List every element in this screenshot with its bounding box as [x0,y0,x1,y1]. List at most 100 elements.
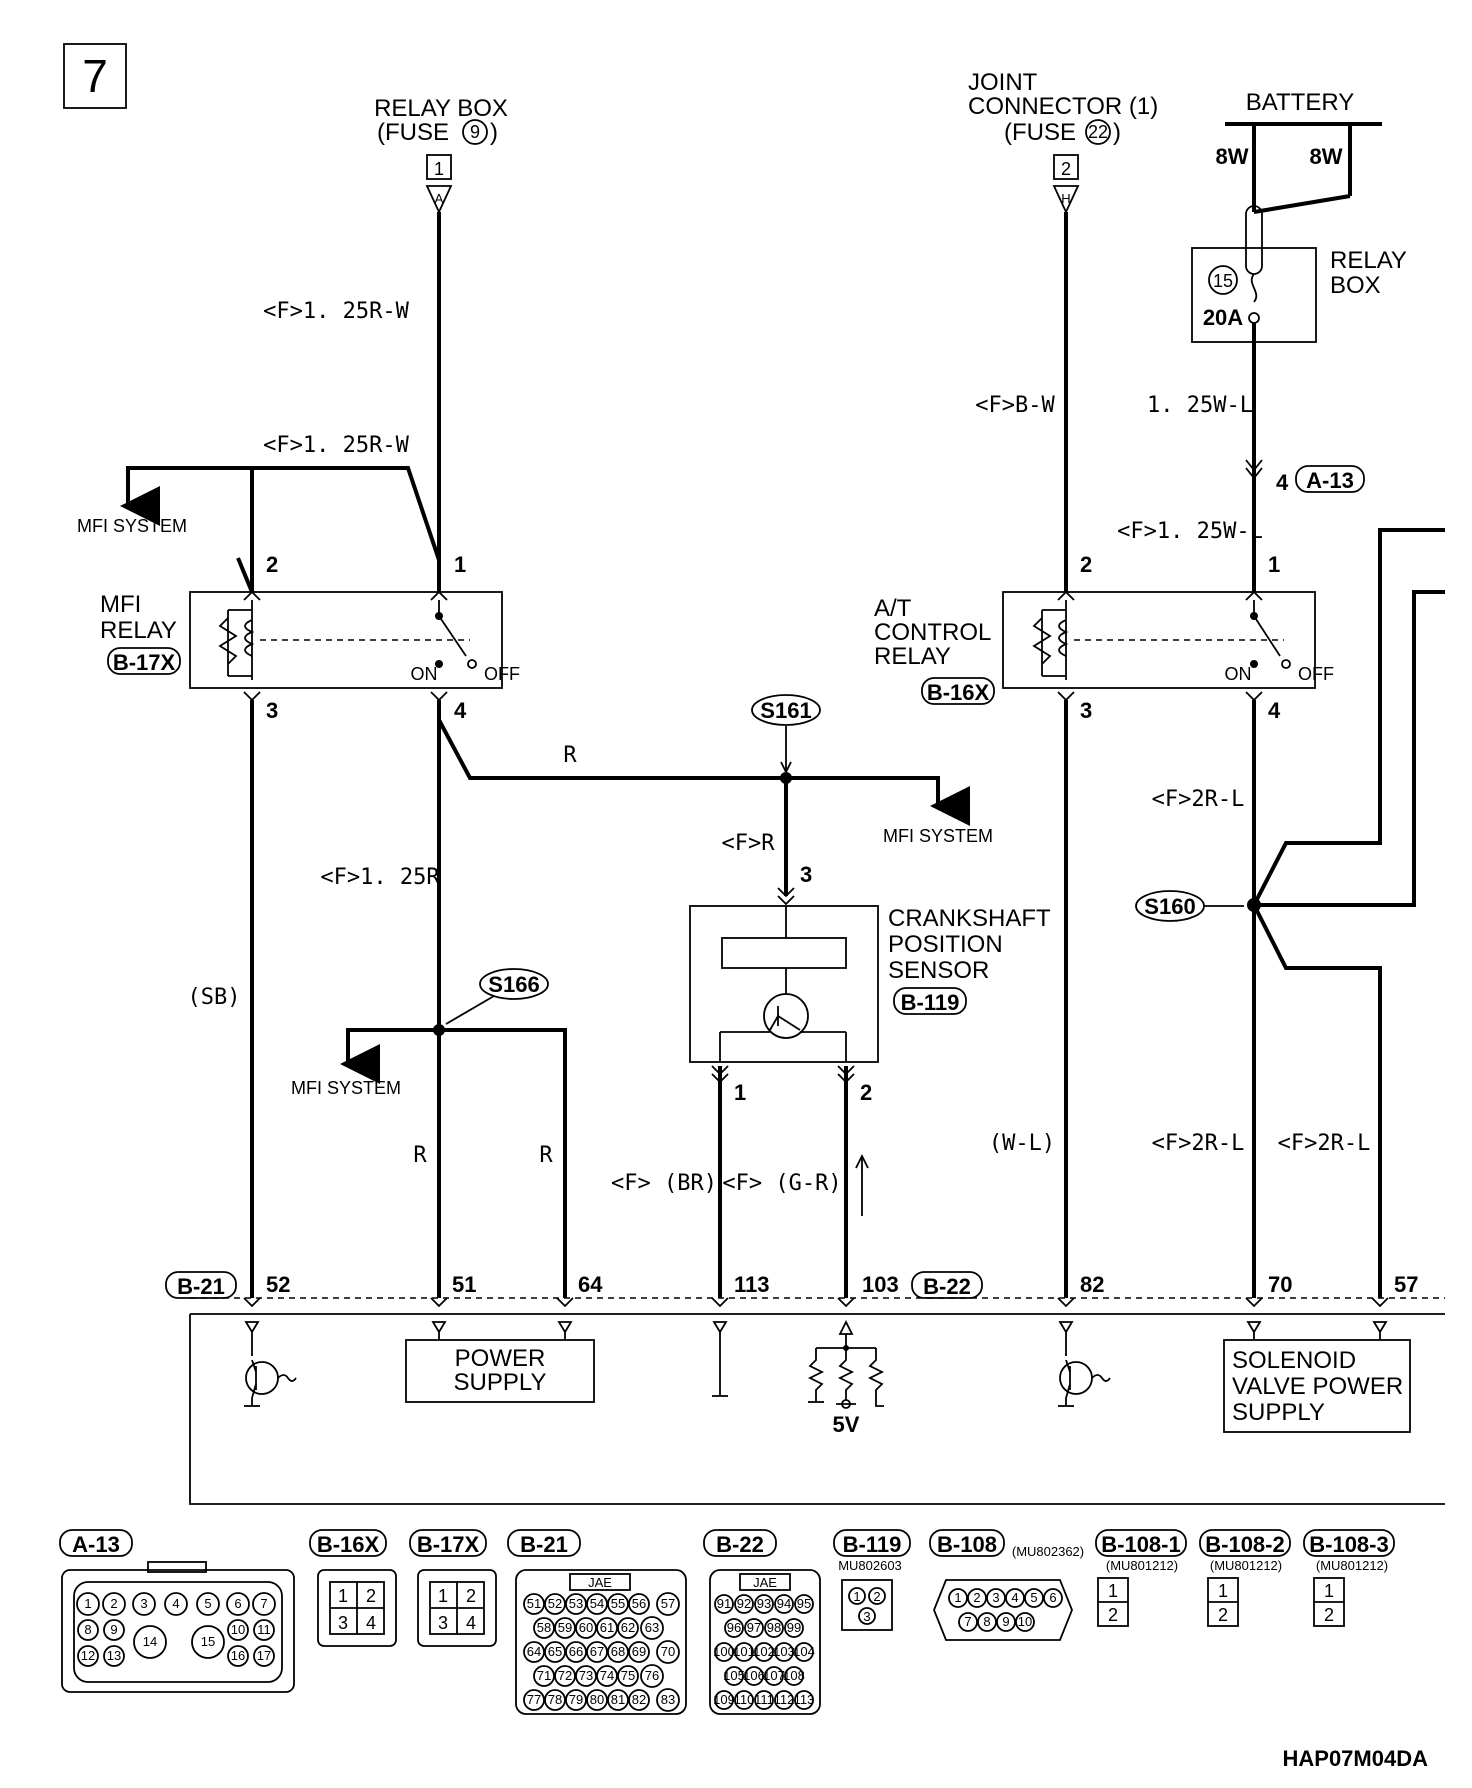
connector-pin-label: 76 [645,1668,659,1683]
connector-pin [784,1618,804,1638]
connector-pin-label: 1 [954,1590,961,1605]
svg-text:(MU801212): (MU801212) [1316,1558,1388,1573]
svg-text:4: 4 [1268,698,1281,723]
svg-text:): ) [1113,119,1121,146]
svg-text:BOX: BOX [1330,272,1381,299]
connector-pin [754,1642,774,1662]
connector-pin-label: 9 [110,1622,117,1637]
connector-pin-label: 69 [632,1644,646,1659]
battery: BATTERY 8W 8W [1216,89,1382,214]
ecu-block: B-21 B-22 52 51 64 113 103 82 70 57 POWE… [165,1271,1445,1505]
connector-pin-label: 61 [600,1620,614,1635]
lower-wires [250,528,1445,1298]
relay-box-fuse9-source: RELAY BOX (FUSE 9 ) 1 A [374,95,508,215]
connector-pin-label: 6 [234,1596,241,1611]
connector-pin-label: 105 [723,1668,745,1683]
wire-label: <F> (BR) [611,1171,717,1196]
connector-pin [533,1665,555,1687]
connector-pin [656,1592,680,1616]
connector-pin-label: 6 [1049,1590,1056,1605]
connector-pin-label: 71 [537,1668,551,1683]
svg-text:RELAY: RELAY [874,643,951,670]
connector-pin [226,1592,250,1616]
connector-pin [764,1618,784,1638]
connector-pin-label: 55 [611,1596,625,1611]
connector-pin-label: 75 [621,1668,635,1683]
connector-pin-label: 5 [204,1596,211,1611]
connector-pin-label: 62 [621,1620,635,1635]
svg-text:S161: S161 [760,698,811,723]
wire-label: <F>2R-L [1152,1131,1245,1156]
connector-pin [948,1588,968,1608]
a13-junction: 4 A-13 [1245,459,1365,495]
connector-pin-label: 63 [645,1620,659,1635]
svg-text:1: 1 [853,1589,860,1604]
connector-pin [1043,1588,1063,1608]
svg-text:VALVE POWER: VALVE POWER [1232,1373,1403,1400]
svg-text:(MU801212): (MU801212) [1106,1558,1178,1573]
connector-pin [544,1593,566,1615]
svg-text:1: 1 [434,159,444,179]
svg-text:B-22: B-22 [716,1532,764,1557]
connector-pin [77,1645,99,1667]
connector-pin-label: 7 [964,1614,971,1629]
connector-pin [967,1588,987,1608]
wire-label: <F>1. 25R [320,865,440,890]
connector-pin [586,1641,608,1663]
connector-pin [575,1665,597,1687]
connector-pin-label: 54 [590,1596,604,1611]
svg-text:2: 2 [1324,1605,1334,1625]
connector-pin [253,1645,275,1667]
connector-pin-label: 82 [632,1692,646,1707]
svg-text:JAE: JAE [753,1575,777,1590]
connector-pin [734,1642,754,1662]
connector-pin [596,1665,618,1687]
connector-pin-label: 104 [793,1644,815,1659]
connector-pin-label: 15 [201,1634,215,1649]
connector-pin [102,1592,126,1616]
connector-pin-label: 13 [107,1648,121,1663]
svg-text:): ) [490,119,498,146]
svg-text:B-108-2: B-108-2 [1205,1532,1284,1557]
connector-pin [607,1689,629,1711]
svg-text:8W: 8W [1310,144,1343,169]
connector-pin [133,1625,167,1659]
svg-text:A: A [435,191,444,206]
svg-text:RELAY: RELAY [1330,247,1407,274]
svg-text:70: 70 [1268,1272,1292,1297]
connector-pin-label: 53 [569,1596,583,1611]
connector-pin [227,1645,249,1667]
connector-pin-label: 51 [527,1596,541,1611]
connector-b119: B-119 MU802603 1 2 3 [833,1529,911,1631]
svg-text:B-16X: B-16X [927,680,990,705]
connector-pin [596,1617,618,1639]
connector-pin [191,1625,225,1659]
connector-pin-label: 101 [733,1644,755,1659]
svg-text:JAE: JAE [588,1575,612,1590]
svg-text:B-17X: B-17X [417,1532,480,1557]
connector-pin [617,1617,639,1639]
svg-text:SENSOR: SENSOR [888,957,989,984]
connector-pin-label: 106 [743,1668,765,1683]
connector-pin [744,1618,764,1638]
connector-pin-label: 65 [548,1644,562,1659]
svg-text:B-108-3: B-108-3 [1309,1532,1388,1557]
connector-pin-label: 1 [84,1596,91,1611]
wire-label: <F>2R-L [1152,787,1245,812]
wire-label: <F>1. 25R-W [263,299,409,324]
connector-pin [607,1593,629,1615]
connector-b16x: B-16X 1 2 3 4 [309,1529,397,1647]
connector-pin-label: 94 [777,1596,791,1611]
svg-text:OFF: OFF [1298,664,1334,684]
connector-pin [617,1665,639,1687]
connector-pin [586,1593,608,1615]
splice-s160: S160 [1135,890,1244,922]
connector-pin [754,1690,774,1710]
connector-pin [714,1594,734,1614]
svg-text:B-119: B-119 [843,1532,902,1557]
svg-text:4: 4 [466,1613,476,1633]
connector-pin-label: 96 [727,1620,741,1635]
connector-pin-label: 72 [558,1668,572,1683]
